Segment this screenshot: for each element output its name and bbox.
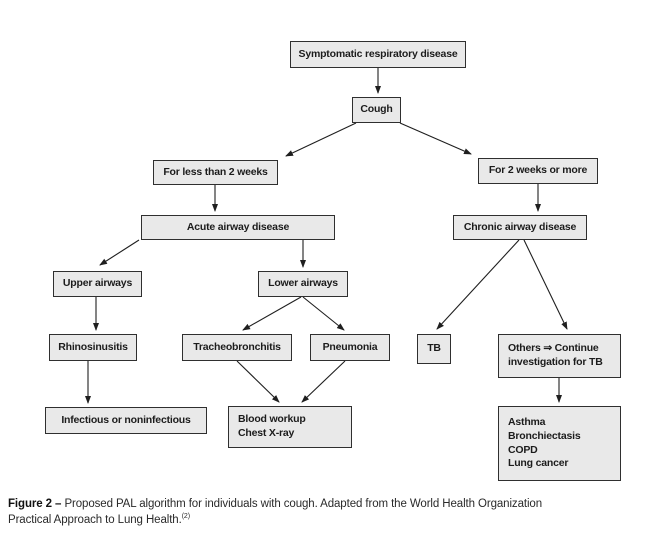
node-less-than-2-weeks: For less than 2 weeks [153,160,278,185]
node-others-line2: investigation for TB [508,356,603,368]
node-upper-airways: Upper airways [53,271,142,297]
node-acute-airway-disease: Acute airway disease [141,215,335,240]
node-cough: Cough [352,97,401,123]
node-tb: TB [417,334,451,364]
node-blood-workup-line2: Chest X-ray [238,427,295,439]
figure-caption-reference: (2) [181,513,190,521]
node-differential-lung-cancer: Lung cancer [508,457,569,470]
node-tracheobronchitis: Tracheobronchitis [182,334,292,361]
figure-caption: Figure 2 – Proposed PAL algorithm for in… [8,496,660,529]
node-blood-workup-line1: Blood workup [238,413,306,426]
node-differential-asthma: Asthma [508,416,546,429]
figure-caption-line2: Practical Approach to Lung Health. [8,514,182,527]
node-others-line1: Others ⇒ Continue [508,342,599,355]
node-2-weeks-or-more: For 2 weeks or more [478,158,598,184]
node-blood-workup-chest-xray: Blood workup Chest X-ray [228,406,352,448]
node-pneumonia: Pneumonia [310,334,390,361]
node-differential-copd: COPD [508,443,538,456]
node-symptomatic-respiratory-disease: Symptomatic respiratory disease [290,41,466,68]
node-lower-airways: Lower airways [258,271,348,297]
node-others-continue-investigation: Others ⇒ Continue investigation for TB [498,334,621,378]
node-chronic-airway-disease: Chronic airway disease [453,215,587,240]
node-rhinosinusitis: Rhinosinusitis [49,334,137,361]
figure-caption-line1: Proposed PAL algorithm for individuals w… [64,497,543,510]
node-differential-diagnoses: Asthma Bronchiectasis COPD Lung cancer [498,406,621,481]
node-differential-bronchiectasis: Bronchiectasis [508,429,581,442]
node-infectious-or-noninfectious: Infectious or noninfectious [45,407,207,434]
figure-caption-label: Figure 2 – [8,497,62,510]
